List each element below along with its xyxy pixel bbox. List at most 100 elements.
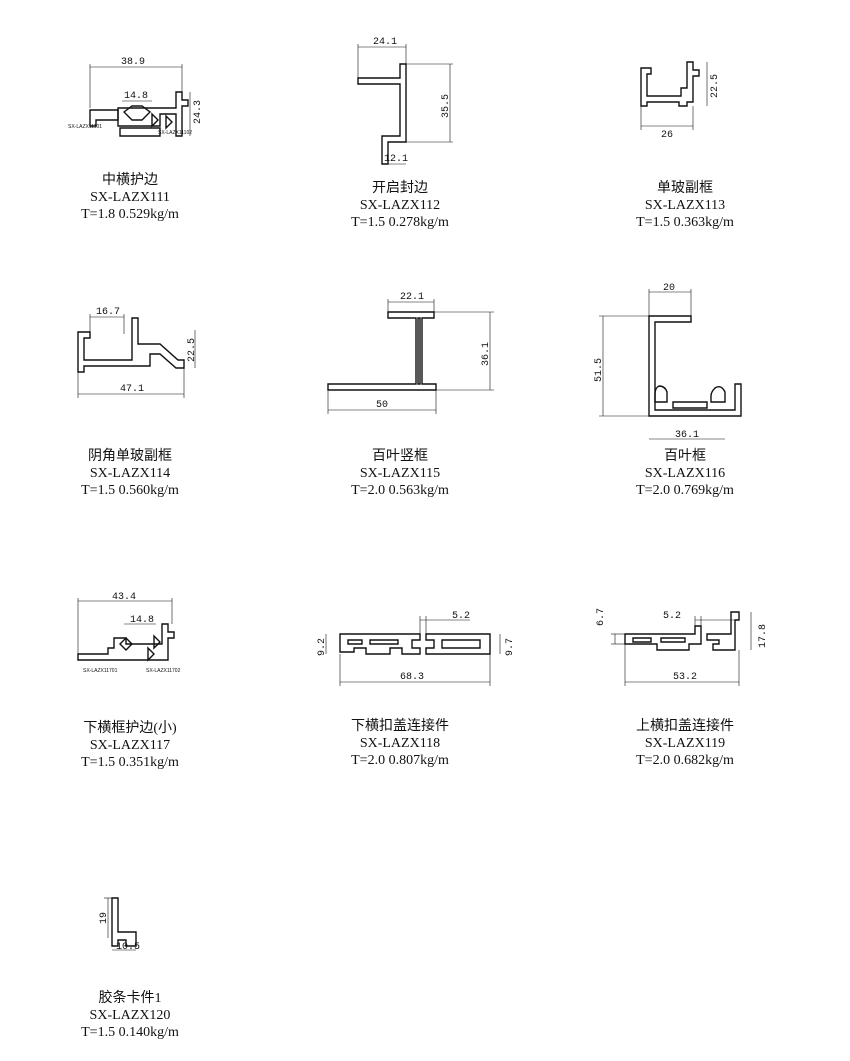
part-tag-right: SX-LAZX11102	[158, 130, 192, 136]
profile-name: 下横扣盖连接件	[351, 719, 449, 734]
dimension-lines	[77, 598, 173, 654]
dim-inner-width: 14.8	[130, 615, 154, 626]
profile-spec: T=1.5 0.560kg/m	[81, 483, 179, 498]
dimension-lines	[599, 289, 725, 440]
part-tag-left: SX-LAZX11701	[83, 668, 118, 674]
profile-spec: T=2.0 0.807kg/m	[351, 753, 449, 768]
profile-section	[648, 315, 742, 417]
profile-caption: 百叶竖框 SX-LAZX115 T=2.0 0.563kg/m	[270, 448, 530, 499]
dim-bottom: 12.1	[384, 154, 408, 165]
profile-drawing-lazx120: 19 10.5	[0, 880, 260, 1040]
profile-code: SX-LAZX118	[359, 736, 441, 751]
dim-width: 47.1	[120, 384, 144, 395]
profile-section	[624, 611, 740, 651]
profile-drawing-lazx117: 43.4 14.8 SX-LAZX11701 SX-LAZX11702	[0, 580, 260, 740]
profile-code: SX-LAZX112	[359, 198, 441, 213]
profile-name: 阴角单玻副框	[88, 449, 172, 464]
dim-left-height: 6.7	[596, 608, 607, 626]
dimension-lines	[325, 616, 501, 686]
profile-name: 百叶框	[664, 449, 706, 464]
profile-code: SX-LAZX119	[644, 736, 726, 751]
profile-caption: 上横扣盖连接件 SX-LAZX119 T=2.0 0.682kg/m	[555, 718, 815, 769]
profile-caption: 下横扣盖连接件 SX-LAZX118 T=2.0 0.807kg/m	[270, 718, 530, 769]
dim-gap: 5.2	[452, 611, 470, 622]
profile-spec: T=2.0 0.769kg/m	[636, 483, 734, 498]
profile-code: SX-LAZX116	[644, 466, 726, 481]
dim-height: 35.5	[441, 94, 452, 118]
profile-name: 中横护边	[102, 173, 158, 188]
profile-caption: 下横框护边(小) SX-LAZX117 T=1.5 0.351kg/m	[0, 720, 260, 771]
profile-spec: T=1.5 0.351kg/m	[81, 755, 179, 770]
profile-spec: T=1.5 0.140kg/m	[81, 1025, 179, 1040]
profile-code: SX-LAZX115	[359, 466, 441, 481]
dimension-lines	[611, 612, 752, 686]
dim-width: 24.1	[373, 37, 397, 48]
dim-height: 19	[99, 912, 110, 924]
profile-section	[77, 317, 185, 373]
profile-name: 开启封边	[372, 181, 428, 196]
profile-code: SX-LAZX114	[89, 466, 171, 481]
profile-code: SX-LAZX117	[89, 738, 171, 753]
dim-height: 22.5	[187, 338, 198, 362]
profile-section	[357, 63, 407, 165]
profile-name: 单玻副框	[657, 181, 713, 196]
profile-section	[89, 91, 189, 137]
dim-inner-width: 14.8	[124, 91, 148, 102]
profile-code: SX-LAZX113	[644, 198, 726, 213]
profile-drawing-lazx119: 6.7 5.2 17.8 53.2	[555, 590, 815, 750]
dim-top-width: 16.7	[96, 307, 120, 318]
profile-drawing-lazx116: 20 51.5 36.1	[555, 280, 815, 441]
profile-name: 百叶竖框	[372, 449, 428, 464]
profile-drawing-lazx112: 24.1 35.5 12.1	[270, 30, 530, 190]
dim-width: 53.2	[673, 672, 697, 683]
profile-drawing-lazx114: 16.7 22.5 47.1	[0, 290, 260, 450]
profile-spec: T=2.0 0.682kg/m	[636, 753, 734, 768]
profile-section	[339, 633, 491, 655]
profile-drawing-lazx113: 22.5 26	[555, 40, 815, 200]
profile-caption: 百叶框 SX-LAZX116 T=2.0 0.769kg/m	[555, 448, 815, 499]
dim-height: 36.1	[481, 342, 492, 366]
dim-top-width: 22.1	[400, 292, 424, 303]
profile-name: 下横框护边(小)	[83, 721, 177, 736]
dim-top-width: 20	[663, 283, 675, 294]
profile-caption: 中横护边 SX-LAZX111 T=1.8 0.529kg/m	[0, 172, 260, 223]
profile-drawing-lazx118: 5.2 9.2 9.7 68.3	[270, 590, 530, 750]
profile-drawing-lazx111: 38.9 14.8 24.3 SX-LAZX11101 SX-LAZX11102	[0, 50, 260, 210]
profile-code: SX-LAZX120	[89, 1008, 171, 1023]
profile-section	[327, 311, 437, 391]
dimension-lines	[89, 64, 191, 136]
dimension-lines	[77, 314, 196, 398]
profile-drawing-lazx115: 22.1 36.1 50	[270, 280, 530, 440]
profile-section	[640, 61, 700, 107]
part-tag-right: SX-LAZX11702	[146, 668, 181, 674]
dimension-lines	[327, 299, 494, 414]
profile-caption: 单玻副框 SX-LAZX113 T=1.5 0.363kg/m	[555, 180, 815, 231]
dim-height: 24.3	[193, 100, 204, 124]
profile-section	[111, 897, 137, 947]
profile-caption: 阴角单玻副框 SX-LAZX114 T=1.5 0.560kg/m	[0, 448, 260, 499]
dim-width: 68.3	[400, 672, 424, 683]
dim-right-height: 17.8	[758, 624, 769, 648]
profile-spec: T=1.5 0.363kg/m	[636, 215, 734, 230]
profile-caption: 胶条卡件1 SX-LAZX120 T=1.5 0.140kg/m	[0, 990, 260, 1041]
profile-spec: T=2.0 0.563kg/m	[351, 483, 449, 498]
profile-name: 胶条卡件1	[98, 991, 162, 1006]
dim-right-height: 9.7	[505, 638, 516, 656]
dim-width: 43.4	[112, 592, 136, 603]
profile-spec: T=1.8 0.529kg/m	[81, 207, 179, 222]
dim-left-height: 9.2	[317, 638, 328, 656]
dimension-lines	[104, 897, 136, 951]
profile-caption: 开启封边 SX-LAZX112 T=1.5 0.278kg/m	[270, 180, 530, 231]
dim-width: 10.5	[116, 942, 140, 953]
profile-name: 上横扣盖连接件	[636, 719, 734, 734]
profile-section	[77, 623, 175, 662]
part-tag-left: SX-LAZX11101	[68, 124, 102, 130]
dimension-lines	[357, 44, 453, 165]
dim-height: 22.5	[710, 74, 721, 98]
dim-width: 36.1	[675, 430, 699, 441]
dim-width: 38.9	[121, 57, 145, 68]
profile-code: SX-LAZX111	[90, 190, 170, 205]
dim-width: 26	[661, 130, 673, 141]
dim-width: 50	[376, 400, 388, 411]
